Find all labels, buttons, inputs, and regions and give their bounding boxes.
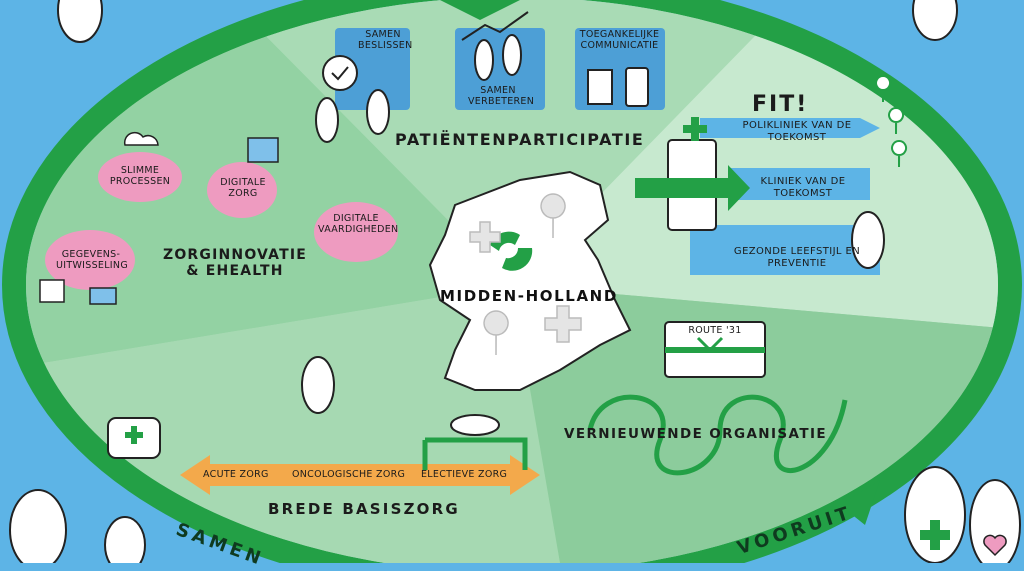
center-title: MIDDEN-HOLLAND — [440, 287, 618, 305]
computer-icon — [39, 279, 65, 303]
fit-arrow-icon — [635, 165, 750, 211]
patient-in-bed-icon — [450, 414, 500, 436]
character-icon — [366, 89, 390, 135]
fit-band-3 — [690, 225, 880, 275]
slimme-processen-blob — [98, 152, 182, 202]
basiszorg-item-2: ONCOLOGISCHE ZORG — [292, 469, 406, 480]
basiszorg-item-1: ACUTE ZORG — [203, 469, 269, 480]
sporty-character-icon — [851, 211, 885, 269]
speech-bubble-icon — [322, 55, 358, 91]
laptop-icon — [89, 287, 117, 305]
character-top-right-icon — [912, 0, 958, 41]
heart-character-icon — [969, 479, 1021, 563]
route-31-label: ROUTE '31 — [688, 325, 742, 336]
nurse-character-icon — [9, 489, 67, 563]
innovation-title: ZORGINNOVATIE & eHEALTH — [162, 247, 308, 280]
organisation-title: VERNIEUWENDE ORGANISATIE — [564, 426, 828, 442]
fit-item-2: KLINIEK VAN DE TOEKOMST — [760, 176, 846, 199]
ring-arrow-top — [440, 0, 520, 20]
map-cross-icon-2 — [544, 305, 582, 343]
location-pin-icon-3 — [891, 140, 908, 168]
patient-item-2: SAMEN VERBETEREN — [468, 85, 535, 107]
fit-band-2 — [730, 168, 870, 200]
fit-title: FIT! — [752, 92, 809, 117]
digitale-vaardigheden-blob — [314, 202, 398, 262]
location-pin-icon-2 — [888, 107, 905, 135]
doctor-character-icon — [301, 356, 335, 414]
stretcher-icon — [422, 437, 528, 470]
innovation-item-3: DIGITALE VAARDIGHEDEN — [318, 213, 399, 235]
basiszorg-title: BREDE BASISZORG — [268, 500, 460, 518]
monitor-icon — [247, 137, 279, 163]
heart-icon — [983, 534, 1007, 557]
patient-title: PATIËNTENPARTICIPATIE — [395, 130, 645, 149]
fit-item-3: GEZONDE LEEFSTIJL EN PREVENTIE — [733, 246, 861, 269]
patient-item-3: TOEGANKELIJKE COMMUNICATIE — [579, 29, 660, 51]
puzzle-samen-beslissen — [335, 28, 410, 110]
fit-item-1: POLIKLINIEK VAN DE TOEKOMST — [742, 120, 852, 143]
innovation-item-2: DIGITALE ZORG — [220, 177, 266, 199]
patient-item-1: SAMEN BESLISSEN — [358, 29, 413, 51]
character-icon-2 — [315, 97, 339, 143]
innovation-item-4: GEGEVENS-UITWISSELING — [56, 249, 128, 271]
organisation-loops — [587, 394, 848, 476]
character-bottom-left-icon — [104, 516, 146, 563]
innovation-item-1: SLIMME PROCESSEN — [109, 165, 171, 187]
character-top-left-icon — [57, 0, 103, 43]
ring-arrow-right — [840, 480, 880, 525]
map-cross-icon — [469, 221, 501, 253]
digitale-zorg-blob — [207, 162, 277, 218]
map-pin-icon — [540, 193, 566, 239]
location-pin-icon — [875, 75, 892, 103]
phone-icon — [625, 67, 649, 107]
map-pin-icon-2 — [483, 310, 509, 356]
fit-band-1 — [700, 118, 880, 138]
growth-arrow-icon — [461, 11, 529, 41]
cloud-icon — [123, 131, 159, 146]
basiszorg-arrow — [180, 455, 540, 495]
gegevens-blob — [45, 230, 135, 290]
leaflet-icon — [587, 69, 613, 105]
basiszorg-item-3: ELECTIEVE ZORG — [421, 469, 508, 480]
